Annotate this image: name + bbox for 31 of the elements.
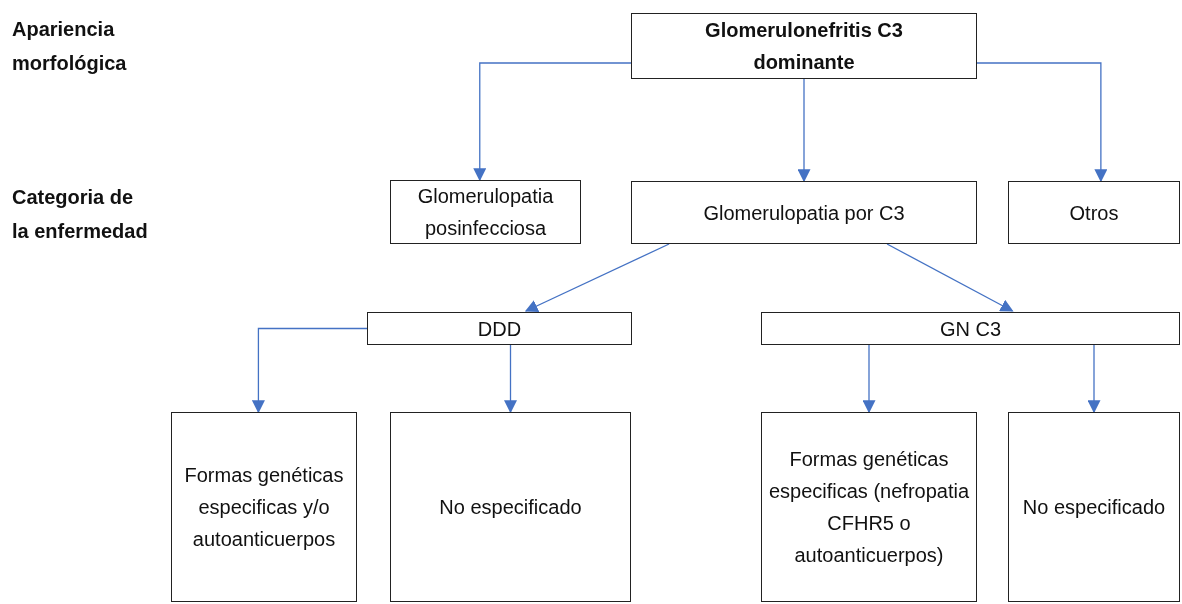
arrow [886, 243, 1014, 312]
row-heading: Apariencia morfológica [12, 17, 128, 76]
arrow [862, 344, 876, 414]
process-box [390, 412, 631, 602]
arrow [504, 344, 517, 414]
node-text: No especificado [1022, 495, 1166, 520]
node-text: Formas genéticas especificas y/o autoanticuerpos [183, 463, 345, 552]
node-text: Glomerulopatia por C3 [703, 200, 905, 226]
process-box [1008, 412, 1180, 602]
node-text: DDD [477, 316, 522, 342]
node-text: Glomerulopatia posinfecciosa [416, 184, 555, 241]
node-text: No especificado [439, 495, 582, 520]
arrow [473, 62, 632, 182]
arrow [251, 327, 368, 414]
process-box [367, 312, 632, 345]
arrow [976, 62, 1108, 183]
process-box [631, 13, 977, 79]
node-text: GN C3 [939, 316, 1002, 342]
arrow [797, 78, 811, 183]
arrow [1087, 344, 1101, 414]
node-text: Formas genéticas especificas (nefropatia CFHR5 o autoanticuerpos) [767, 447, 971, 568]
process-box [761, 412, 977, 602]
process-box [631, 181, 977, 244]
node-text: Otros [1069, 200, 1119, 226]
row-heading: Categoria de la enfermedad [12, 185, 149, 244]
process-box [761, 312, 1180, 345]
process-box [1008, 181, 1180, 244]
node-text: Glomerulonefritis C3 dominante [704, 18, 904, 75]
process-box [171, 412, 357, 602]
process-box [390, 180, 581, 244]
arrow [524, 243, 670, 312]
